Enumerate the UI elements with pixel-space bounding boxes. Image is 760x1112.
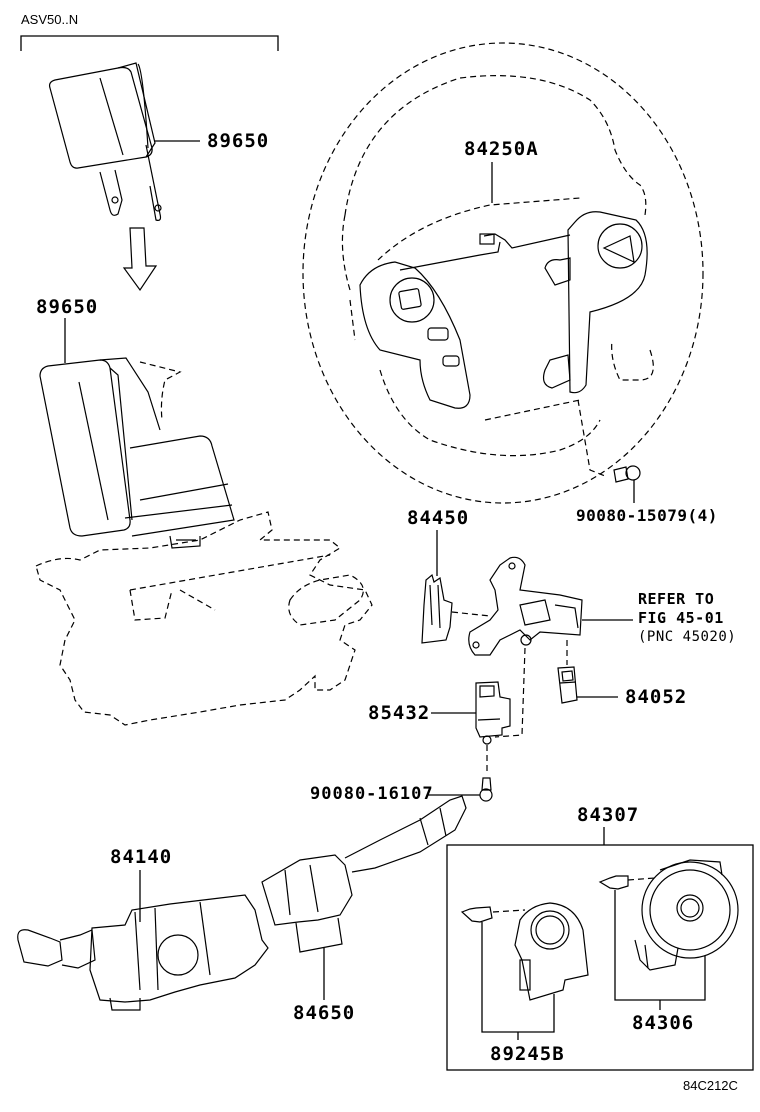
screw-15079-drawing xyxy=(577,399,641,483)
switch-84650-drawing xyxy=(261,795,467,953)
callout-84450[interactable]: 84450 xyxy=(407,507,470,529)
airbag-sensor-column-drawing xyxy=(39,357,235,549)
airbag-sensor-upper-drawing xyxy=(48,62,162,221)
install-arrow-icon xyxy=(122,227,158,292)
callout-89245B[interactable]: 89245B xyxy=(490,1043,565,1065)
callout-84650[interactable]: 84650 xyxy=(293,1002,356,1024)
connector-84052-drawing xyxy=(557,666,578,704)
callout-84140[interactable]: 84140 xyxy=(110,846,173,868)
callout-90080-15079[interactable]: 90080-15079(4) xyxy=(576,506,718,525)
sensor-85432-drawing xyxy=(475,681,511,745)
callout-89650-top[interactable]: 89650 xyxy=(207,130,270,152)
model-bracket xyxy=(20,35,279,51)
callout-90080-16107[interactable]: 90080-16107 xyxy=(310,784,434,804)
screw-16107-drawing xyxy=(479,777,493,802)
model-code: ASV50..N xyxy=(21,12,79,27)
callout-84250A[interactable]: 84250A xyxy=(464,138,539,160)
steering-angle-sensor-89245B-drawing xyxy=(460,902,589,1001)
refer-note-line3: (PNC 45020) xyxy=(638,629,737,645)
callout-89650-left[interactable]: 89650 xyxy=(36,296,99,318)
callout-84306[interactable]: 84306 xyxy=(632,1012,695,1034)
spiral-cable-84306-drawing xyxy=(598,859,739,971)
figure-code: 84C212C xyxy=(683,1078,738,1093)
switch-84450-drawing xyxy=(421,573,453,644)
bracket-89245B xyxy=(481,922,555,1040)
refer-note-line1: REFER TO xyxy=(638,590,715,608)
callout-85432[interactable]: 85432 xyxy=(368,702,431,724)
refer-note-line2[interactable]: FIG 45-01 xyxy=(638,609,724,627)
switch-84140-drawing xyxy=(17,894,269,1011)
spiral-cable-kit-box xyxy=(446,844,754,1071)
steering-wheel-drawing xyxy=(302,42,704,504)
bracket-84306 xyxy=(614,890,706,1010)
steering-column-outline xyxy=(35,361,373,726)
column-bracket-drawing xyxy=(468,556,583,656)
callout-84052[interactable]: 84052 xyxy=(625,686,688,708)
callout-84307[interactable]: 84307 xyxy=(577,804,640,826)
